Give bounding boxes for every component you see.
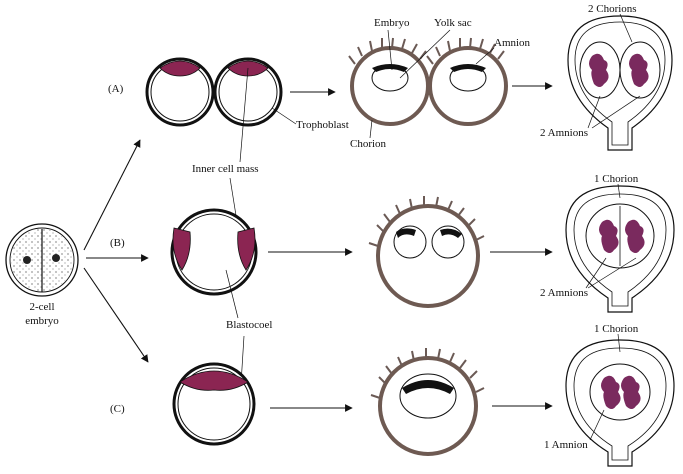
one-chorion-b-label: 1 Chorion [594, 173, 639, 185]
chorion-a-right [426, 37, 508, 126]
chorion-b [368, 196, 485, 308]
uterus-c [565, 339, 675, 467]
blastocyst-b [170, 208, 258, 296]
row-a-label: (A) [108, 83, 124, 95]
two-cell-embryo [5, 223, 79, 297]
inner-cell-mass-label: Inner cell mass [192, 163, 259, 175]
two-chorions-label: 2 Chorions [588, 3, 637, 15]
yolk-sac-label: Yolk sac [434, 17, 472, 29]
blastocyst-c [172, 362, 256, 446]
branch-arrows [83, 139, 149, 363]
row-c-label: (C) [110, 403, 125, 415]
two-amnions-b-label: 2 Amnions [540, 287, 588, 299]
uterus-b [565, 185, 675, 313]
row-b-label: (B) [110, 237, 125, 249]
two-amnions-a-label: 2 Amnions [540, 127, 588, 139]
uterus-a [567, 15, 673, 151]
embryo-label: Embryo [374, 17, 410, 29]
blastocyst-a-left [145, 57, 215, 127]
one-chorion-c-label: 1 Chorion [594, 323, 639, 335]
two-cell-label-line1: 2-cell [29, 301, 54, 313]
two-cell-label-line2: embryo [25, 315, 59, 327]
blastocoel-label: Blastocoel [226, 319, 272, 331]
blastocyst-a-right [213, 57, 283, 127]
chorion-label: Chorion [350, 138, 387, 150]
one-amnion-label: 1 Amnion [544, 439, 588, 451]
trophoblast-label: Trophoblast [296, 119, 349, 131]
chorion-c [370, 348, 485, 456]
amnion-label: Amnion [494, 37, 531, 49]
chorion-a-left [348, 37, 430, 126]
